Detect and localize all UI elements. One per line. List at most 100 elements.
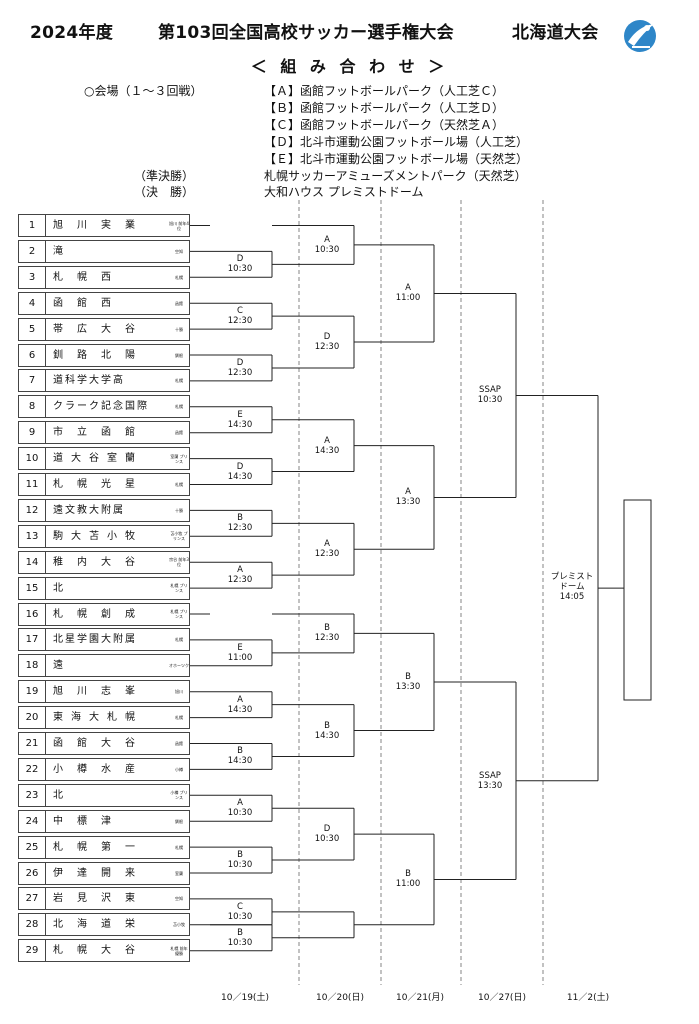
team-name: 岩見沢東 — [53, 893, 149, 905]
match-venue: D — [236, 461, 244, 472]
title-tournament: 第103回全国高校サッカー選手権大会 — [158, 23, 454, 43]
team-area: 札幌 プリンス — [170, 583, 188, 594]
page-title: 2024年度 第103回全国高校サッカー選手権大会 北海道大会 — [30, 18, 630, 46]
team-number: 7 — [19, 370, 46, 392]
team-area: 札幌 — [175, 274, 183, 280]
team-name: 釧路北陽 — [53, 349, 149, 361]
team-row: 15北海札幌 プリンス — [18, 576, 190, 615]
match-venue: A — [324, 435, 330, 446]
match-time: 10:30 — [227, 911, 253, 922]
match-time: 13:30 — [395, 681, 421, 692]
team-area: 宗谷 前年3位 — [169, 557, 189, 568]
team-name: 帯広大谷 — [53, 323, 149, 335]
team-name: 稚内大谷 — [53, 556, 149, 568]
match-time: 12:30 — [314, 633, 340, 644]
team-number: 12 — [19, 499, 46, 521]
team-number: 28 — [19, 914, 46, 936]
team-number: 29 — [19, 940, 46, 962]
match-time: 14:30 — [227, 704, 253, 715]
match-time: 11:00 — [395, 879, 421, 890]
match-time: 14:30 — [227, 471, 253, 482]
match-time: 11:00 — [395, 293, 421, 304]
team-name: 札幌創成 — [53, 608, 149, 620]
match-time: 12:30 — [227, 367, 253, 378]
match-venue: E — [237, 409, 243, 420]
team-number: 1 — [19, 215, 46, 236]
team-number: 4 — [19, 292, 46, 314]
round-date: 10／21(月) — [396, 993, 444, 1003]
team-area: 札幌 プリンス — [170, 609, 188, 619]
team-name: 市立函館 — [53, 427, 149, 439]
team-name: 駒大苫小牧 — [53, 530, 143, 542]
page-subtitle: ＜ 組 み 合 わ せ ＞ — [250, 57, 449, 76]
match-venue: B — [405, 869, 411, 880]
match-venue: E — [237, 642, 243, 653]
champion-box — [623, 499, 652, 701]
match-time: 12:30 — [227, 575, 253, 586]
match-time: 10:30 — [227, 264, 253, 275]
team-number: 22 — [19, 758, 46, 780]
team-area: 室蘭 プリンス — [170, 453, 188, 464]
match-time: 12:30 — [314, 549, 340, 560]
team-area: 十勝 — [175, 507, 183, 513]
team-name: 函館大谷 — [53, 738, 149, 749]
match-time: 10:30 — [227, 808, 253, 819]
match-venue: A — [237, 694, 243, 705]
match-venue: B — [237, 746, 243, 757]
team-name: 道科学大学高 — [53, 375, 125, 387]
team-number: 6 — [19, 344, 46, 366]
team-area: 空知 — [175, 248, 183, 254]
team-number: 8 — [19, 396, 46, 418]
match-time: 14:30 — [227, 756, 253, 767]
team-number: 11 — [19, 474, 46, 495]
match-time: 13:30 — [477, 780, 503, 791]
team-area: 函館 — [175, 430, 183, 436]
round-date: 10／19(土) — [221, 993, 269, 1003]
team-area: 苫小牧 — [173, 922, 185, 928]
team-number: 5 — [19, 318, 46, 340]
match-time: 12:30 — [314, 342, 340, 353]
team-name: 伊達開来 — [53, 867, 149, 879]
team-name: 札幌西 — [53, 271, 125, 283]
team-name: 中標津 — [53, 815, 125, 827]
team-name: 小樽水産 — [53, 763, 149, 775]
team-area: 小樽 プリンス — [170, 790, 188, 801]
team-number: 20 — [19, 707, 46, 729]
match-venue: B — [237, 850, 243, 861]
team-name: 北照 — [53, 789, 123, 822]
team-area: 旭川 — [175, 689, 183, 695]
team-area: オホーツク — [169, 663, 189, 669]
match-venue: B — [405, 671, 411, 682]
team-name: 札幌光星 — [53, 479, 149, 490]
team-area: 函館 — [175, 741, 183, 746]
team-area: 札幌 前年優勝 — [170, 945, 188, 956]
team-name: 道大谷室蘭 — [53, 453, 143, 465]
team-area: 札幌 — [175, 637, 183, 643]
team-area: 函館 — [175, 300, 183, 306]
final-venue: 大和ハウス プレミストドーム — [264, 185, 424, 199]
team-row: 23北照小樽 プリンス — [18, 783, 190, 822]
